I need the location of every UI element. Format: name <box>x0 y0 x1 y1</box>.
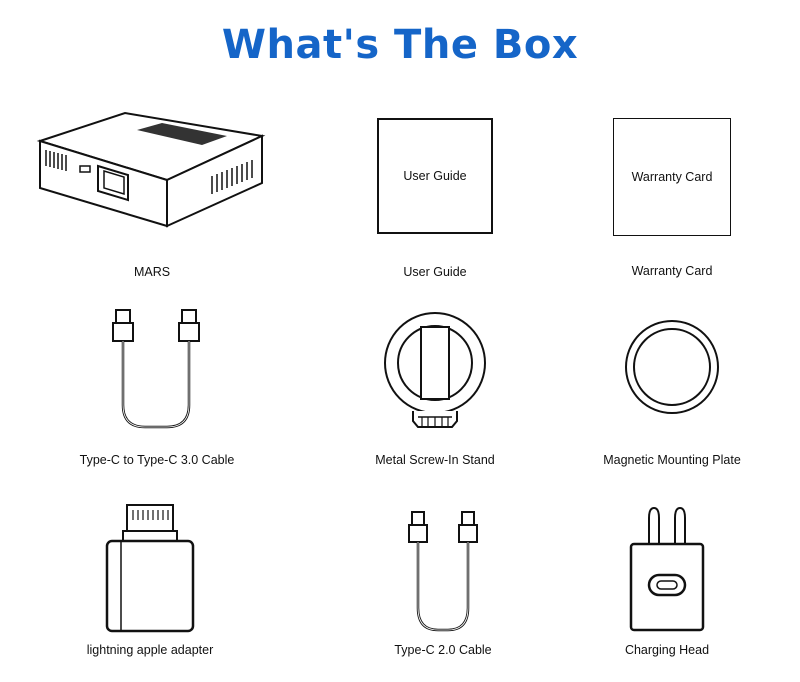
lightning-adapter-icon <box>105 504 195 633</box>
usb-c-cable-icon <box>112 309 200 429</box>
item-mounting-plate: Magnetic Mounting Plate <box>562 305 782 475</box>
item-charging-head: Charging Head <box>557 500 777 665</box>
item-type-c-3-cable: Type-C to Type-C 3.0 Cable <box>47 305 267 475</box>
item-mars: MARS <box>36 108 266 283</box>
item-label: Type-C 2.0 Cable <box>394 643 492 657</box>
item-user-guide: User Guide User Guide <box>325 108 545 283</box>
user-guide-icon: User Guide <box>377 118 493 234</box>
projector-icon <box>36 111 266 228</box>
item-label: Warranty Card <box>631 264 713 278</box>
page-title: What's The Box <box>221 22 579 68</box>
warranty-card-icon: Warranty Card <box>613 118 731 236</box>
item-label: Metal Screw-In Stand <box>375 453 495 467</box>
user-guide-box-text: User Guide <box>403 169 467 183</box>
item-warranty-card: Warranty Card Warranty Card <box>562 108 782 283</box>
warranty-card-box-text: Warranty Card <box>631 170 713 184</box>
item-label: Charging Head <box>624 643 710 657</box>
mounting-plate-icon <box>625 320 719 414</box>
item-label: Magnetic Mounting Plate <box>603 453 741 467</box>
usb-c-cable-icon <box>408 511 478 632</box>
item-metal-stand: Metal Screw-In Stand <box>325 305 545 475</box>
item-lightning-adapter: lightning apple adapter <box>40 500 260 665</box>
stand-icon <box>384 312 486 428</box>
item-label: lightning apple adapter <box>86 643 214 657</box>
item-label: MARS <box>133 265 171 279</box>
item-label: User Guide <box>403 265 467 279</box>
item-label: Type-C to Type-C 3.0 Cable <box>79 453 235 467</box>
charger-icon <box>629 506 705 632</box>
item-type-c-2-cable: Type-C 2.0 Cable <box>333 500 553 665</box>
